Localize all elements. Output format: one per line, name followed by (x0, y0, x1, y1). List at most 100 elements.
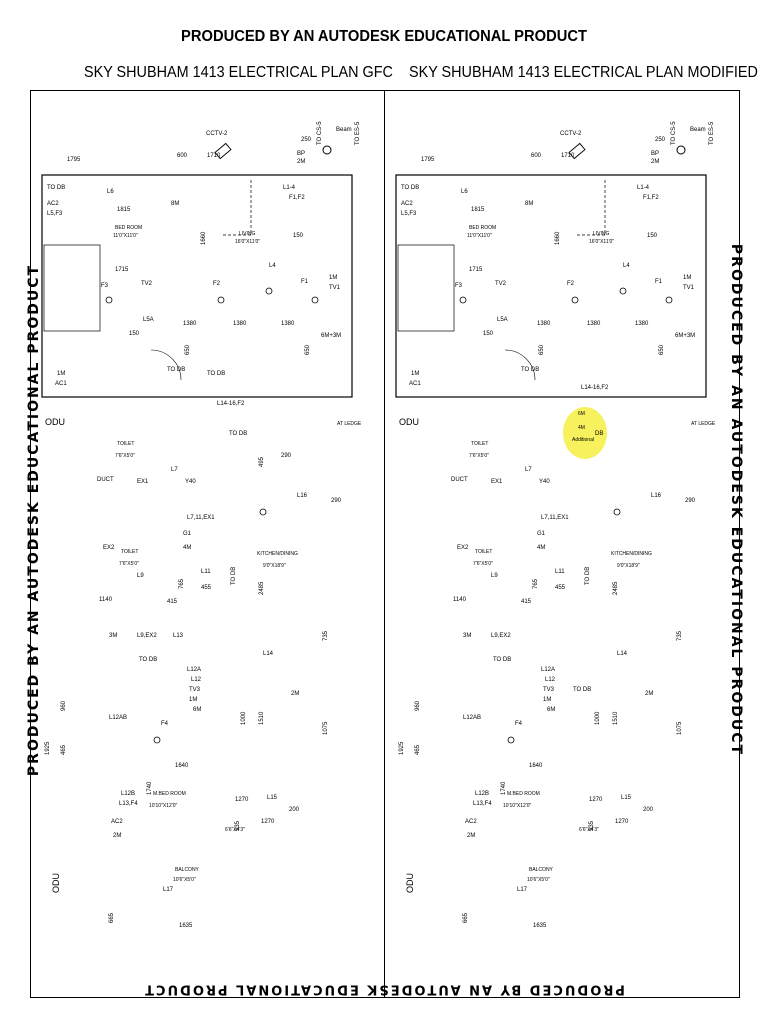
label-535: 535 (589, 820, 595, 831)
bed-1 (43, 244, 101, 332)
label-1380a: 1380 (183, 321, 197, 327)
label-l16: L16 (297, 493, 308, 499)
label-cctv: CCTV-2 (560, 131, 582, 137)
label-ac2: AC2 (47, 201, 59, 207)
label-kitchen: KITCHEN/DINING (611, 551, 652, 557)
label-living-dim: 16'0"X11'0" (235, 239, 260, 245)
label-l13: L13 (173, 633, 184, 639)
label-tv1: TV1 (683, 285, 695, 291)
label-mbed: M.BED ROOM (153, 791, 186, 797)
label-495: 495 (259, 456, 265, 467)
furniture (397, 244, 455, 332)
chandelier-icon (619, 287, 627, 295)
label-l5a: L5A (143, 317, 154, 323)
label-l9-ex2: L9,EX2 (491, 633, 511, 639)
label-1815: 1815 (117, 207, 131, 213)
label-735: 735 (677, 630, 683, 641)
fan-icon (571, 296, 579, 304)
label-f1: F1 (655, 279, 663, 285)
label-1795: 1795 (421, 157, 435, 163)
label-1380b: 1380 (587, 321, 601, 327)
label-650b: 650 (305, 344, 311, 355)
label-beam: Beam (690, 127, 706, 133)
bed-1 (397, 244, 455, 332)
label-150a: 150 (647, 233, 658, 239)
label-2m-b: 2M (113, 833, 121, 839)
label-f1: F1 (301, 279, 309, 285)
label-toilet-2-dim: 7'6"X5'0" (473, 561, 493, 567)
label-kitchen-dim: 9'0"X18'9" (263, 563, 286, 569)
label-to-es5: TO ES-5 (355, 121, 361, 145)
frame-right-border (739, 90, 740, 998)
label-1815: 1815 (471, 207, 485, 213)
label-odu-2: ODU (51, 873, 61, 893)
label-l13f4: L13,F4 (119, 801, 138, 807)
label-600: 600 (531, 153, 542, 159)
label-455: 455 (555, 585, 566, 591)
label-735: 735 (323, 630, 329, 641)
label-y40: Y40 (185, 479, 196, 485)
label-650b: 650 (659, 344, 665, 355)
label-665: 665 (109, 912, 115, 923)
label-1m-b: 1M (543, 697, 551, 703)
label-8m: 8M (525, 201, 533, 207)
label-odu-1: ODU (45, 417, 65, 427)
label-765: 765 (179, 578, 185, 589)
label-toilet-2: TOILET (475, 549, 492, 555)
label-l9-ex2: L9,EX2 (137, 633, 157, 639)
label-kitchen-dim: 9'0"X18'9" (617, 563, 640, 569)
doors (504, 349, 536, 381)
label-l11: L11 (555, 569, 565, 575)
label-1075: 1075 (323, 721, 329, 735)
label-l7: L7 (171, 467, 178, 473)
label-tv2: TV2 (141, 281, 153, 287)
label-f1f2: F1,F2 (289, 195, 305, 201)
label-6m3m: 6M+3M (321, 333, 341, 339)
plan-body-gfc (41, 142, 353, 744)
label-odu-1: ODU (399, 417, 419, 427)
ceiling-fans (105, 296, 319, 744)
plan-labels-gfc: CCTV-2 Beam TO CS-5 TO ES-5 250 BP 2M 17… (45, 121, 362, 929)
label-1270: 1270 (589, 797, 603, 803)
label-1m-b: 1M (189, 697, 197, 703)
walls (41, 174, 353, 398)
label-1740: 1740 (501, 781, 507, 795)
label-l14-16f2: L14-16,F2 (217, 401, 245, 407)
label-bp: BP (297, 151, 305, 157)
chandelier-icon (265, 287, 273, 295)
plan-labels-modified: CCTV-2 Beam TO CS-5 TO ES-5 250 BP 2M 17… (399, 121, 716, 929)
label-ex1: EX1 (137, 479, 149, 485)
label-l16: L16 (651, 493, 662, 499)
label-1660: 1660 (201, 231, 207, 245)
label-290b: 290 (331, 498, 342, 504)
label-to-cs5: TO CS-5 (671, 121, 677, 145)
label-to-db-4: TO DB (229, 431, 247, 437)
label-g1: G1 (537, 531, 546, 537)
label-bed-room: BED ROOM (469, 225, 496, 231)
label-l4: L4 (623, 263, 630, 269)
fan-icon (459, 296, 467, 304)
label-balcony-dim: 10'6"X5'0" (173, 877, 196, 883)
label-l6: L6 (461, 189, 468, 195)
label-150a: 150 (293, 233, 304, 239)
label-additional-db: DB (595, 431, 603, 437)
label-l7: L7 (525, 467, 532, 473)
label-1000: 1000 (595, 711, 601, 725)
plan-gfc: CCTV-2 Beam TO CS-5 TO ES-5 250 BP 2M 17… (41, 121, 362, 929)
label-1380b: 1380 (233, 321, 247, 327)
label-living: LIVING (593, 231, 610, 237)
label-bp: BP (651, 151, 659, 157)
label-duct: DUCT (97, 477, 114, 483)
label-l9: L9 (137, 573, 144, 579)
label-4m: 4M (537, 545, 545, 551)
label-to-db-7: TO DB (573, 687, 591, 693)
label-l5f3: L5,F3 (401, 211, 417, 217)
label-1140: 1140 (99, 597, 113, 603)
plan-title-modified: SKY SHUBHAM 1413 ELECTRICAL PLAN MODIFIE… (409, 64, 758, 81)
label-tv2: TV2 (495, 281, 507, 287)
label-toilet-1-dim: 7'6"X5'0" (115, 453, 135, 459)
label-290b: 290 (685, 498, 696, 504)
label-utility-dim: 6'6"X4'3" (225, 827, 245, 833)
label-ex1: EX1 (491, 479, 503, 485)
label-6m: 6M (547, 707, 555, 713)
